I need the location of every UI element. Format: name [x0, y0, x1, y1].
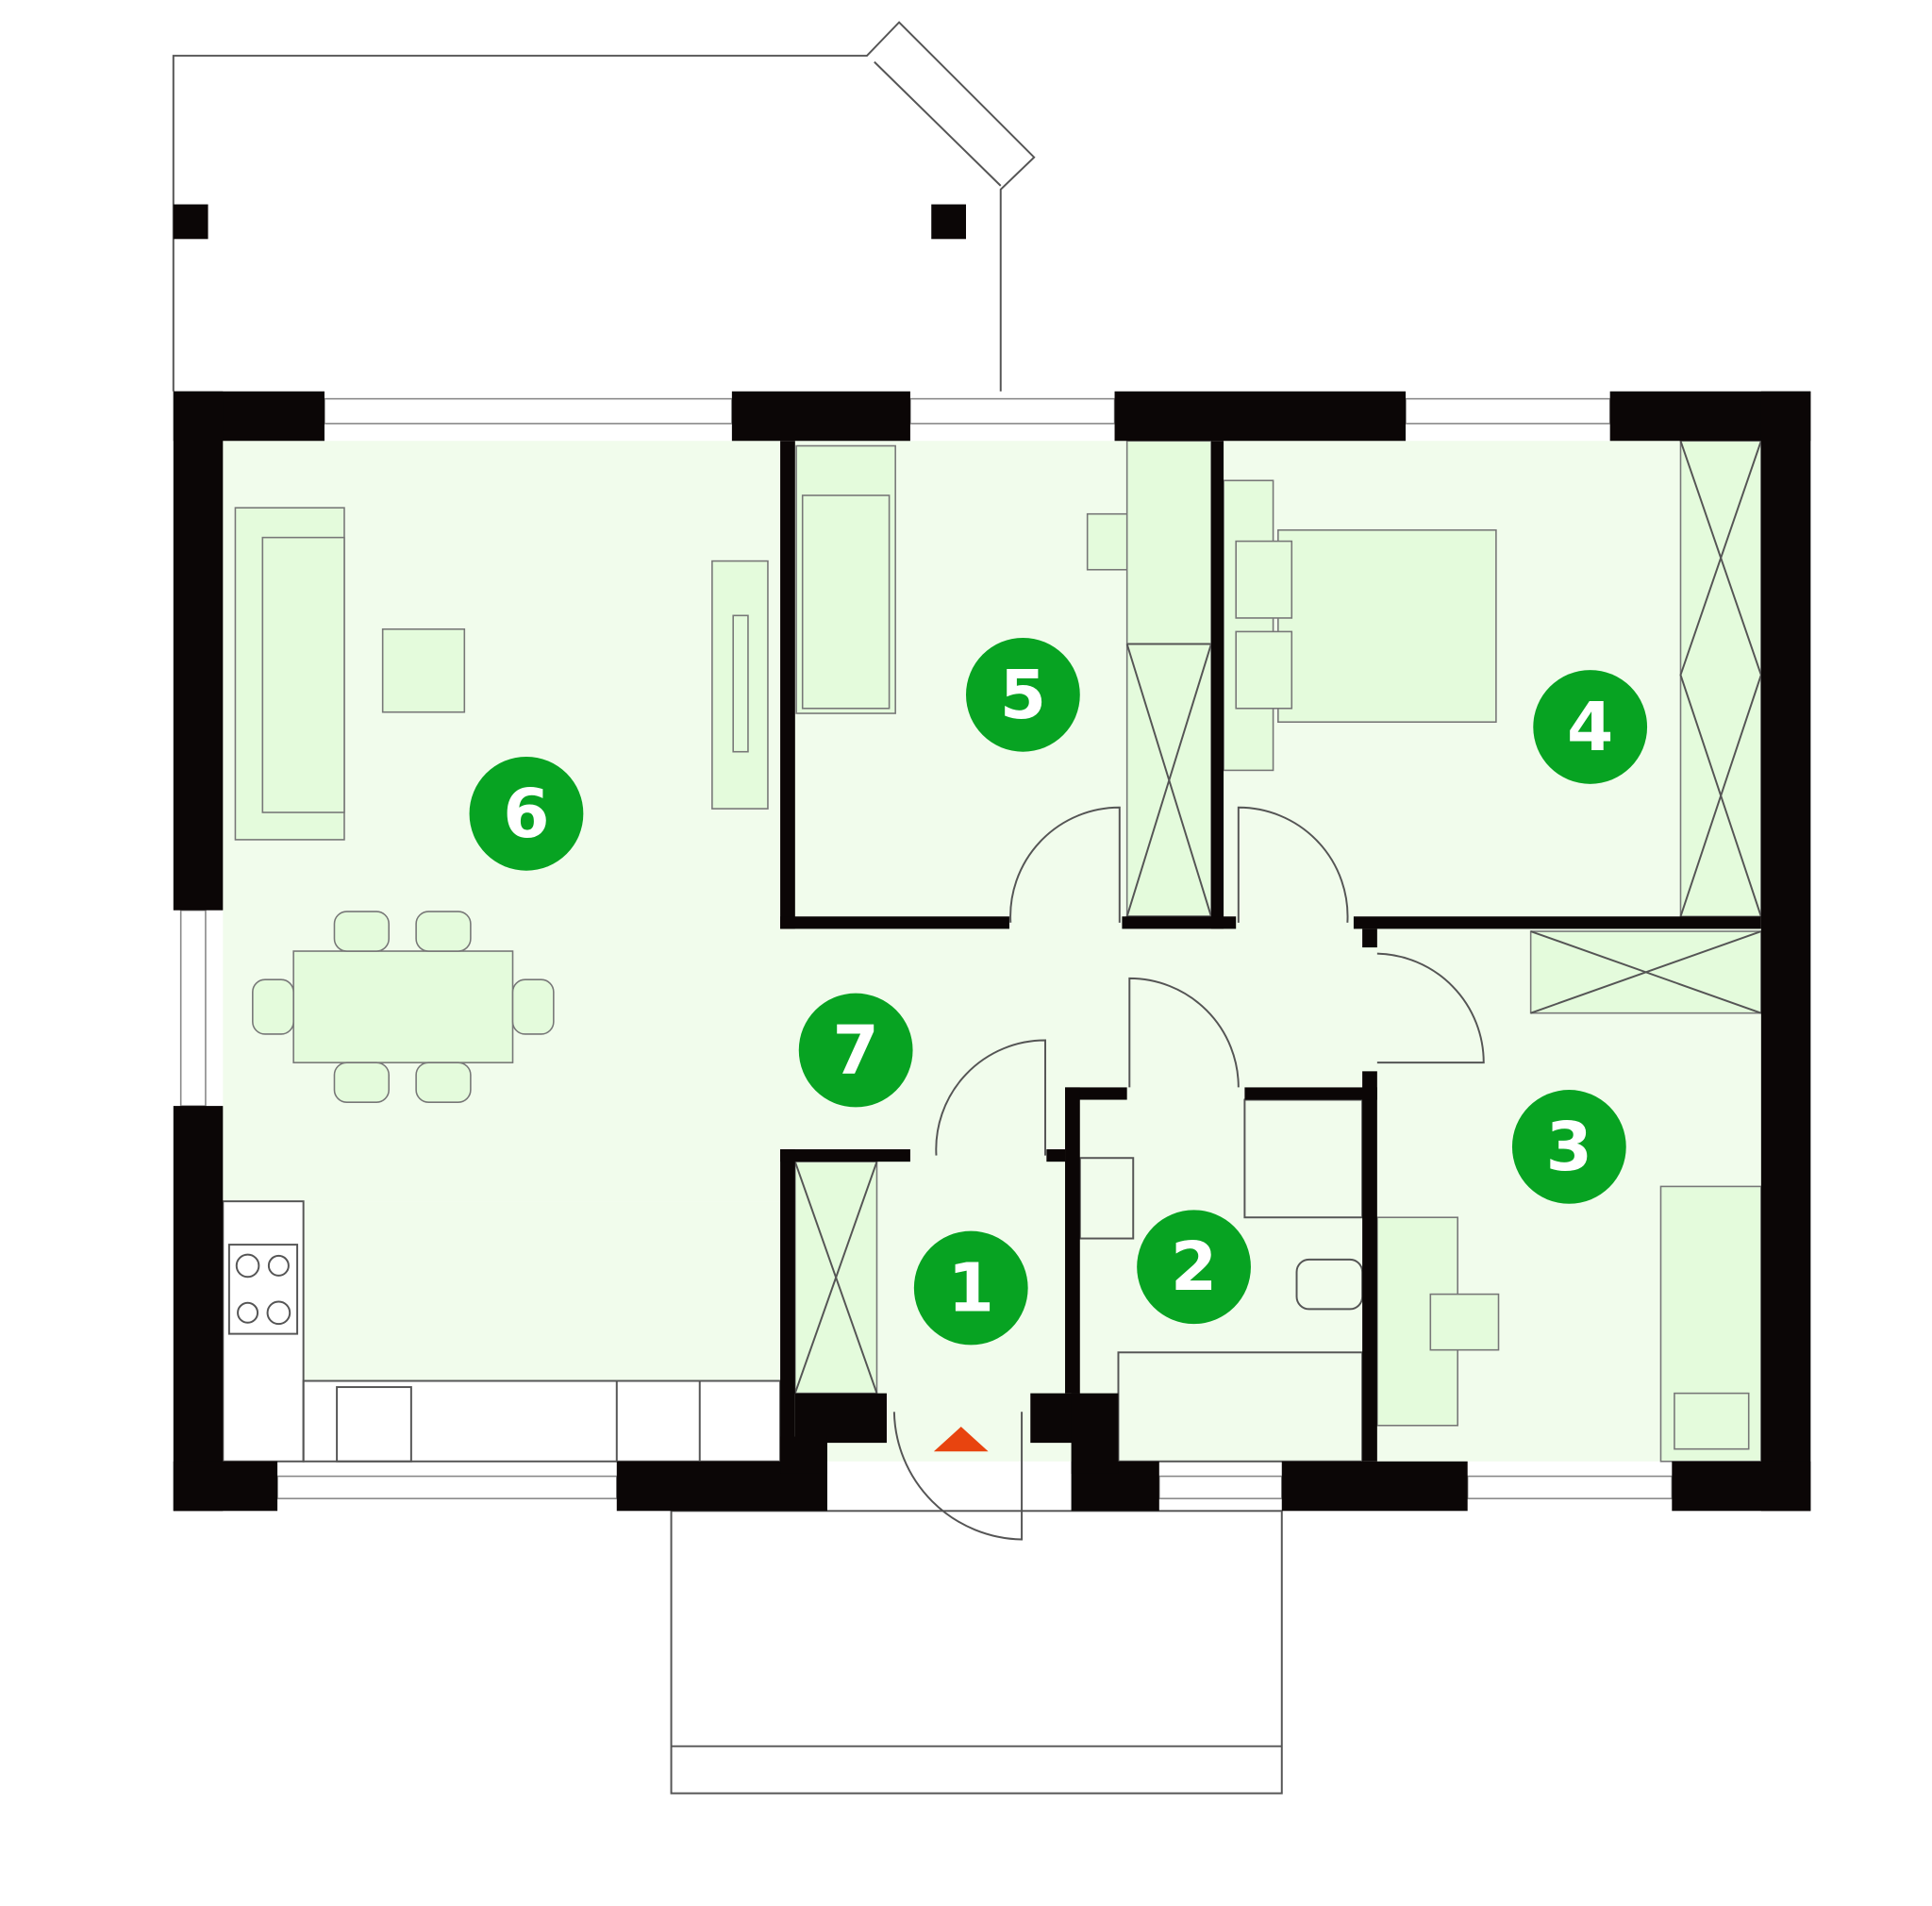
wardrobe: [1125, 440, 1212, 918]
room-badge-5[interactable]: 5: [966, 637, 1080, 752]
furniture: [222, 440, 1762, 1463]
room-badge-2[interactable]: 2: [1137, 1210, 1251, 1325]
room-number: 4: [1567, 688, 1613, 766]
column: [173, 204, 208, 240]
room-number: 6: [503, 775, 549, 853]
room-badge-4[interactable]: 4: [1533, 670, 1648, 784]
room-number: 5: [1000, 656, 1046, 734]
coffee-table: [381, 627, 466, 713]
double-bed: [1277, 528, 1497, 723]
room-number: 1: [948, 1249, 994, 1328]
front-porch: [670, 1510, 1283, 1795]
doors: [892, 806, 1485, 1541]
room-badge-7[interactable]: 7: [798, 993, 913, 1108]
sink: [336, 1386, 412, 1463]
entrance-marker-icon: [933, 1427, 989, 1452]
wardrobe: [1679, 440, 1762, 918]
washbasin: [1078, 1157, 1135, 1240]
room-floors: [223, 441, 1761, 1462]
windows: [179, 397, 1674, 1499]
room-badge-3[interactable]: 3: [1511, 1090, 1626, 1204]
dining-table: [292, 950, 514, 1063]
room-number: 7: [832, 1012, 878, 1090]
cooktop: [227, 1244, 299, 1335]
room-number: 2: [1171, 1228, 1217, 1306]
room-number: 3: [1546, 1108, 1592, 1186]
rear-terrace: [172, 21, 1036, 392]
walls: [173, 391, 1811, 1512]
room-badge-6[interactable]: 6: [469, 756, 584, 871]
room-badge-1[interactable]: 1: [913, 1230, 1028, 1346]
column: [931, 204, 966, 240]
